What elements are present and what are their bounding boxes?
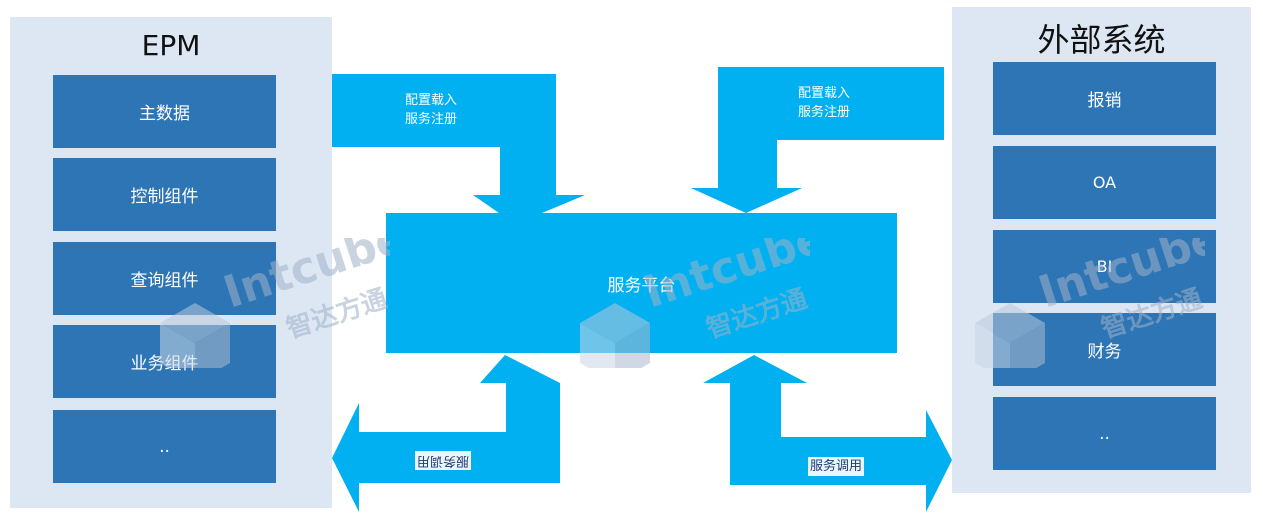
epm-title: EPM bbox=[141, 29, 201, 62]
arrow-top-left-line1: 配置载入 bbox=[405, 93, 458, 108]
arrow-bottom-left-label: 服务调用 bbox=[415, 451, 472, 470]
epm-panel: EPM 主数据 控制组件 查询组件 业务组件 .. bbox=[10, 17, 332, 508]
service-platform: 服务平台 bbox=[386, 213, 897, 353]
arrow-top-right-label: 配置载入 服务注册 bbox=[798, 84, 850, 122]
epm-item-query-component: 查询组件 bbox=[53, 242, 276, 315]
external-item-oa: OA bbox=[993, 146, 1216, 219]
external-item-more: .. bbox=[993, 397, 1216, 470]
epm-item-more: .. bbox=[53, 410, 276, 483]
arrow-bottom-right bbox=[703, 355, 952, 512]
arrow-bottom-right-label: 服务调用 bbox=[808, 457, 865, 476]
epm-item-master-data: 主数据 bbox=[53, 75, 276, 148]
external-system-panel: 外部系统 报销 OA BI 财务 .. bbox=[952, 7, 1251, 493]
external-item-reimbursement: 报销 bbox=[993, 62, 1216, 135]
arrow-top-right bbox=[691, 67, 944, 213]
arrow-top-right-line2: 服务注册 bbox=[798, 105, 851, 120]
external-system-title: 外部系统 bbox=[1037, 21, 1166, 59]
epm-item-business-component: 业务组件 bbox=[53, 325, 276, 398]
arrow-top-right-line1: 配置载入 bbox=[798, 86, 851, 101]
arrow-top-left-label: 配置载入 服务注册 bbox=[405, 91, 457, 129]
arrow-bottom-left bbox=[332, 355, 560, 512]
external-item-bi: BI bbox=[993, 230, 1216, 303]
epm-item-control-component: 控制组件 bbox=[53, 158, 276, 231]
arrow-top-left bbox=[332, 74, 585, 213]
external-item-finance: 财务 bbox=[993, 313, 1216, 386]
arrow-top-left-line2: 服务注册 bbox=[405, 112, 458, 127]
